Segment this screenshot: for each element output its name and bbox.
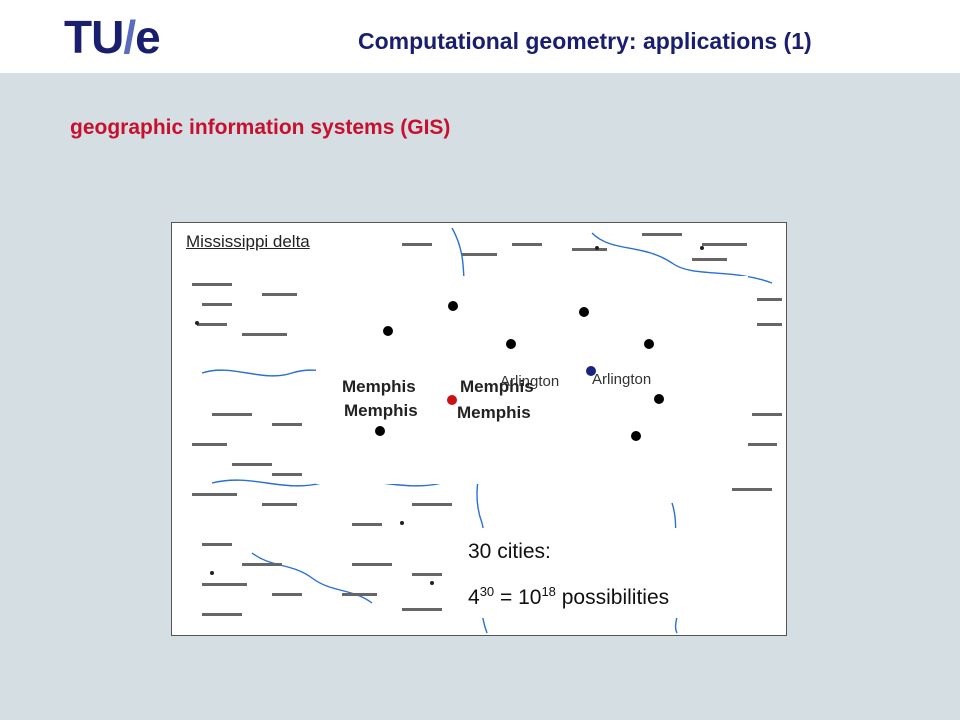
map-text-block <box>752 413 782 416</box>
city-dot <box>506 339 516 349</box>
slide-header: TU/e Computational geometry: application… <box>0 0 960 73</box>
memphis-label-top-right: Memphis <box>460 377 534 396</box>
map-city-marker <box>400 521 404 525</box>
map-text-block <box>757 298 782 301</box>
map-city-marker <box>195 321 199 325</box>
city-dot <box>579 307 589 317</box>
map-text-block <box>272 593 302 596</box>
memphis-label-bottom-right: Memphis <box>457 403 531 422</box>
map-text-block <box>352 563 392 566</box>
map-text-block <box>742 443 777 446</box>
combinatorics-note: 30 cities: 430 = 1018 possibilities <box>456 528 769 618</box>
slide-subtitle: geographic information systems (GIS) <box>70 116 451 139</box>
map-text-block <box>342 593 377 596</box>
map-city-marker <box>430 581 434 585</box>
map-text-block <box>192 283 232 286</box>
city-dot <box>631 431 641 441</box>
map-text-block <box>272 473 302 476</box>
map-text-block <box>242 333 287 336</box>
map-text-block <box>262 503 297 506</box>
map-text-block <box>402 608 442 611</box>
map-text-block <box>202 613 242 616</box>
map-text-block <box>242 563 282 566</box>
map-text-block <box>212 413 252 416</box>
map-city-marker <box>700 246 704 250</box>
map-text-block <box>572 248 607 251</box>
possibilities-formula: 430 = 1018 possibilities <box>468 584 670 609</box>
city-dot <box>375 426 385 436</box>
map-label: Mississippi delta <box>184 232 312 252</box>
city-dot <box>383 326 393 336</box>
map-text-block <box>757 323 782 326</box>
arlington-city-dot <box>586 366 596 376</box>
memphis-label-top-left: Memphis <box>342 377 416 396</box>
city-dot <box>654 394 664 404</box>
memphis-label-bottom-left: Memphis <box>344 401 418 420</box>
map-text-block <box>702 243 747 246</box>
map-text-block <box>402 243 432 246</box>
map-text-block <box>202 303 232 306</box>
map-text-block <box>352 523 382 526</box>
city-count-text: 30 cities: <box>468 540 551 563</box>
city-dot <box>448 301 458 311</box>
map-text-block <box>232 463 272 466</box>
map-city-marker <box>595 246 599 250</box>
map-text-block <box>192 493 237 496</box>
map-text-block <box>462 253 497 256</box>
map-text-block <box>412 503 452 506</box>
river-line <box>591 232 773 284</box>
map-text-block <box>512 243 542 246</box>
map-text-block <box>272 423 302 426</box>
map-text-block <box>692 258 727 261</box>
arlington-label-left: Arlington <box>500 373 560 390</box>
city-dot <box>644 339 654 349</box>
map-text-block <box>202 543 232 546</box>
tue-logo: TU/e <box>64 11 161 63</box>
map-city-marker <box>210 571 214 575</box>
map-text-block <box>202 583 247 586</box>
map-text-block <box>197 323 227 326</box>
map-text-block <box>192 443 227 446</box>
map-text-block <box>642 233 682 236</box>
slide-title: Computational geometry: applications (1) <box>358 28 812 54</box>
memphis-city-dot <box>447 395 457 405</box>
map-text-block <box>412 573 442 576</box>
arlington-label-right: Arlington <box>592 371 652 388</box>
city-label-overlay: Arlington Arlington Memphis Memphis Memp… <box>316 276 748 484</box>
map-text-block <box>262 293 297 296</box>
map-text-block <box>732 488 772 491</box>
